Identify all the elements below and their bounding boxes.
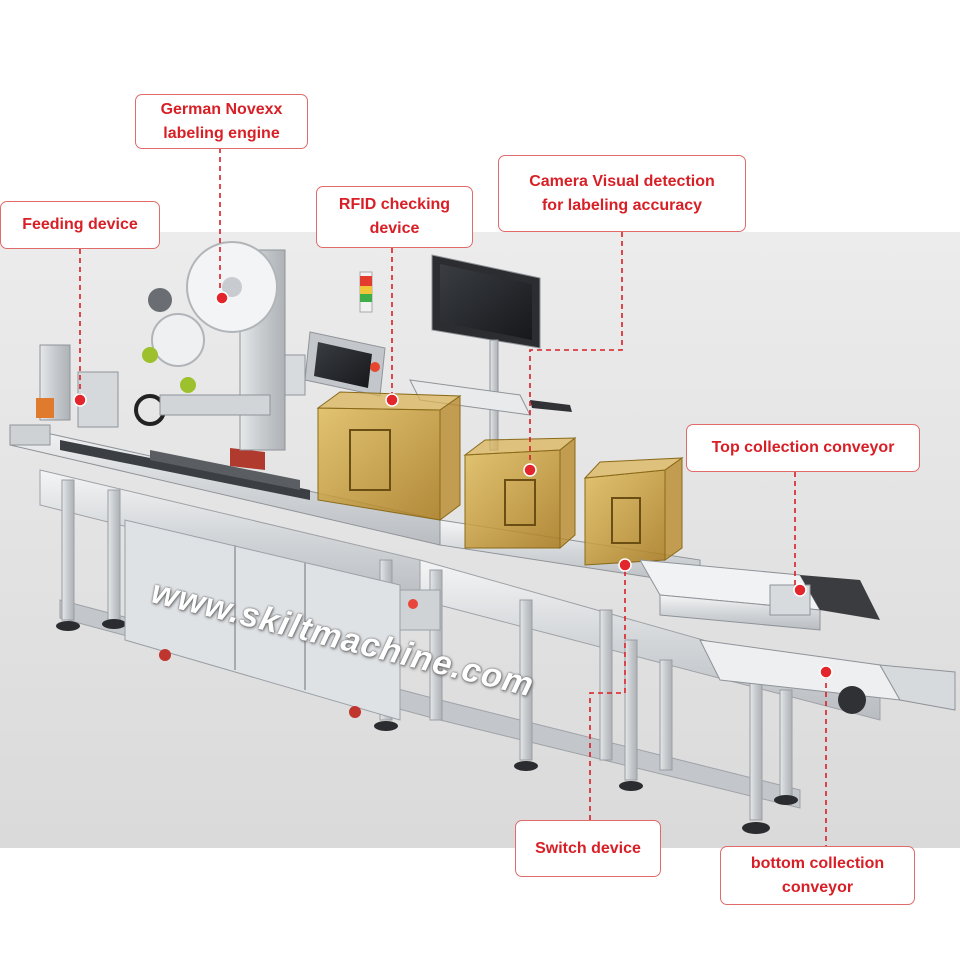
switch-enclosure [583, 457, 684, 566]
callout-rfid-checking: RFID checking device [316, 186, 473, 248]
callout-feeding-device: Feeding device [0, 201, 160, 249]
rfid-enclosure [316, 391, 462, 521]
anchor-dot-switch [618, 558, 632, 572]
control-panel [304, 271, 386, 397]
base-cabinet [124, 519, 441, 721]
callout-labeling-engine: German Novexx labeling engine [135, 94, 308, 149]
labeling-engine [142, 241, 306, 451]
anchor-dot-labeling [215, 291, 229, 305]
anchor-dot-top-conveyor [793, 583, 807, 597]
callout-bottom-collection-conveyor: bottom collection conveyor [720, 846, 915, 905]
inspection-workstation [409, 254, 572, 451]
anchor-dots [73, 291, 833, 679]
camera-enclosure [463, 436, 577, 550]
callout-top-collection-conveyor: Top collection conveyor [686, 424, 920, 472]
callout-switch-device: Switch device [515, 820, 661, 877]
feeding-unit [9, 344, 166, 446]
leader-lines [79, 148, 827, 850]
collection-conveyors [639, 559, 956, 714]
anchor-dot-feeding [73, 393, 87, 407]
anchor-dot-rfid [385, 393, 399, 407]
anchor-dot-camera [523, 463, 537, 477]
callout-camera-detection: Camera Visual detection for labeling acc… [498, 155, 746, 232]
anchor-dot-bottom-conveyor [819, 665, 833, 679]
